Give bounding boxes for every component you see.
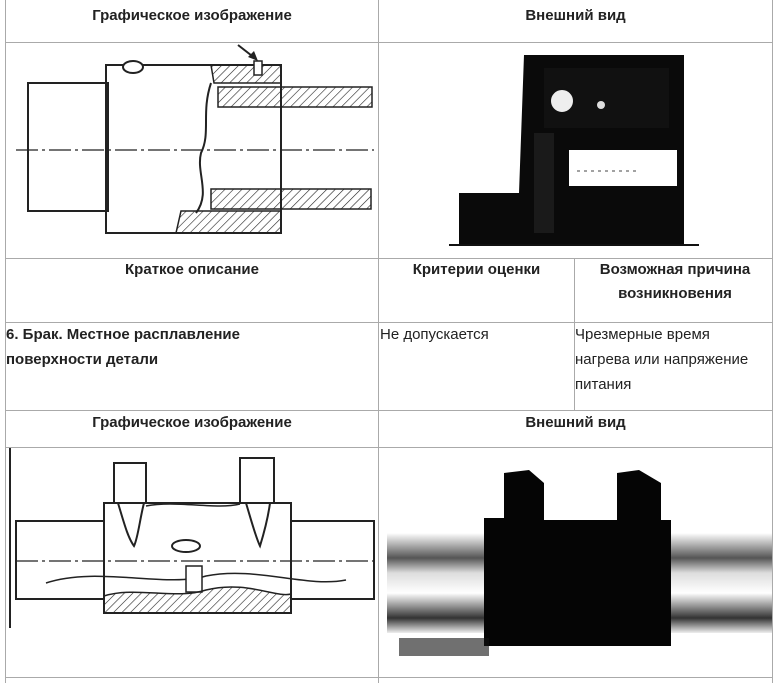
row6-criteria: Не допускается	[380, 326, 489, 343]
grid-line	[574, 258, 575, 410]
grid-line	[5, 0, 6, 683]
header-cause: Возможная причина возникновения	[599, 261, 751, 302]
header-graphic: Графическое изображение	[92, 7, 292, 24]
header-view-2: Внешний вид	[525, 414, 626, 431]
photo-2	[387, 470, 772, 656]
grid-line	[5, 677, 773, 678]
grid-line	[5, 410, 773, 411]
row6-desc: 6. Брак. Местное расплавление поверхност…	[6, 326, 240, 368]
grid-line	[378, 0, 379, 683]
grid-line	[772, 0, 773, 683]
graphic-drawing-2	[9, 448, 375, 628]
header-view: Внешний вид	[525, 7, 626, 24]
row6-cause: Чрезмерные время нагрева или напряжение …	[575, 326, 749, 393]
header-graphic-2: Графическое изображение	[92, 414, 292, 431]
grid-line	[5, 322, 773, 323]
grid-line	[5, 258, 773, 259]
grid-line	[5, 447, 773, 448]
graphic-drawing-1	[16, 44, 374, 234]
header-desc: Краткое описание	[125, 261, 259, 278]
header-criteria: Критерии оценки	[412, 261, 541, 278]
photo-1	[449, 55, 699, 246]
grid-line	[5, 42, 773, 43]
